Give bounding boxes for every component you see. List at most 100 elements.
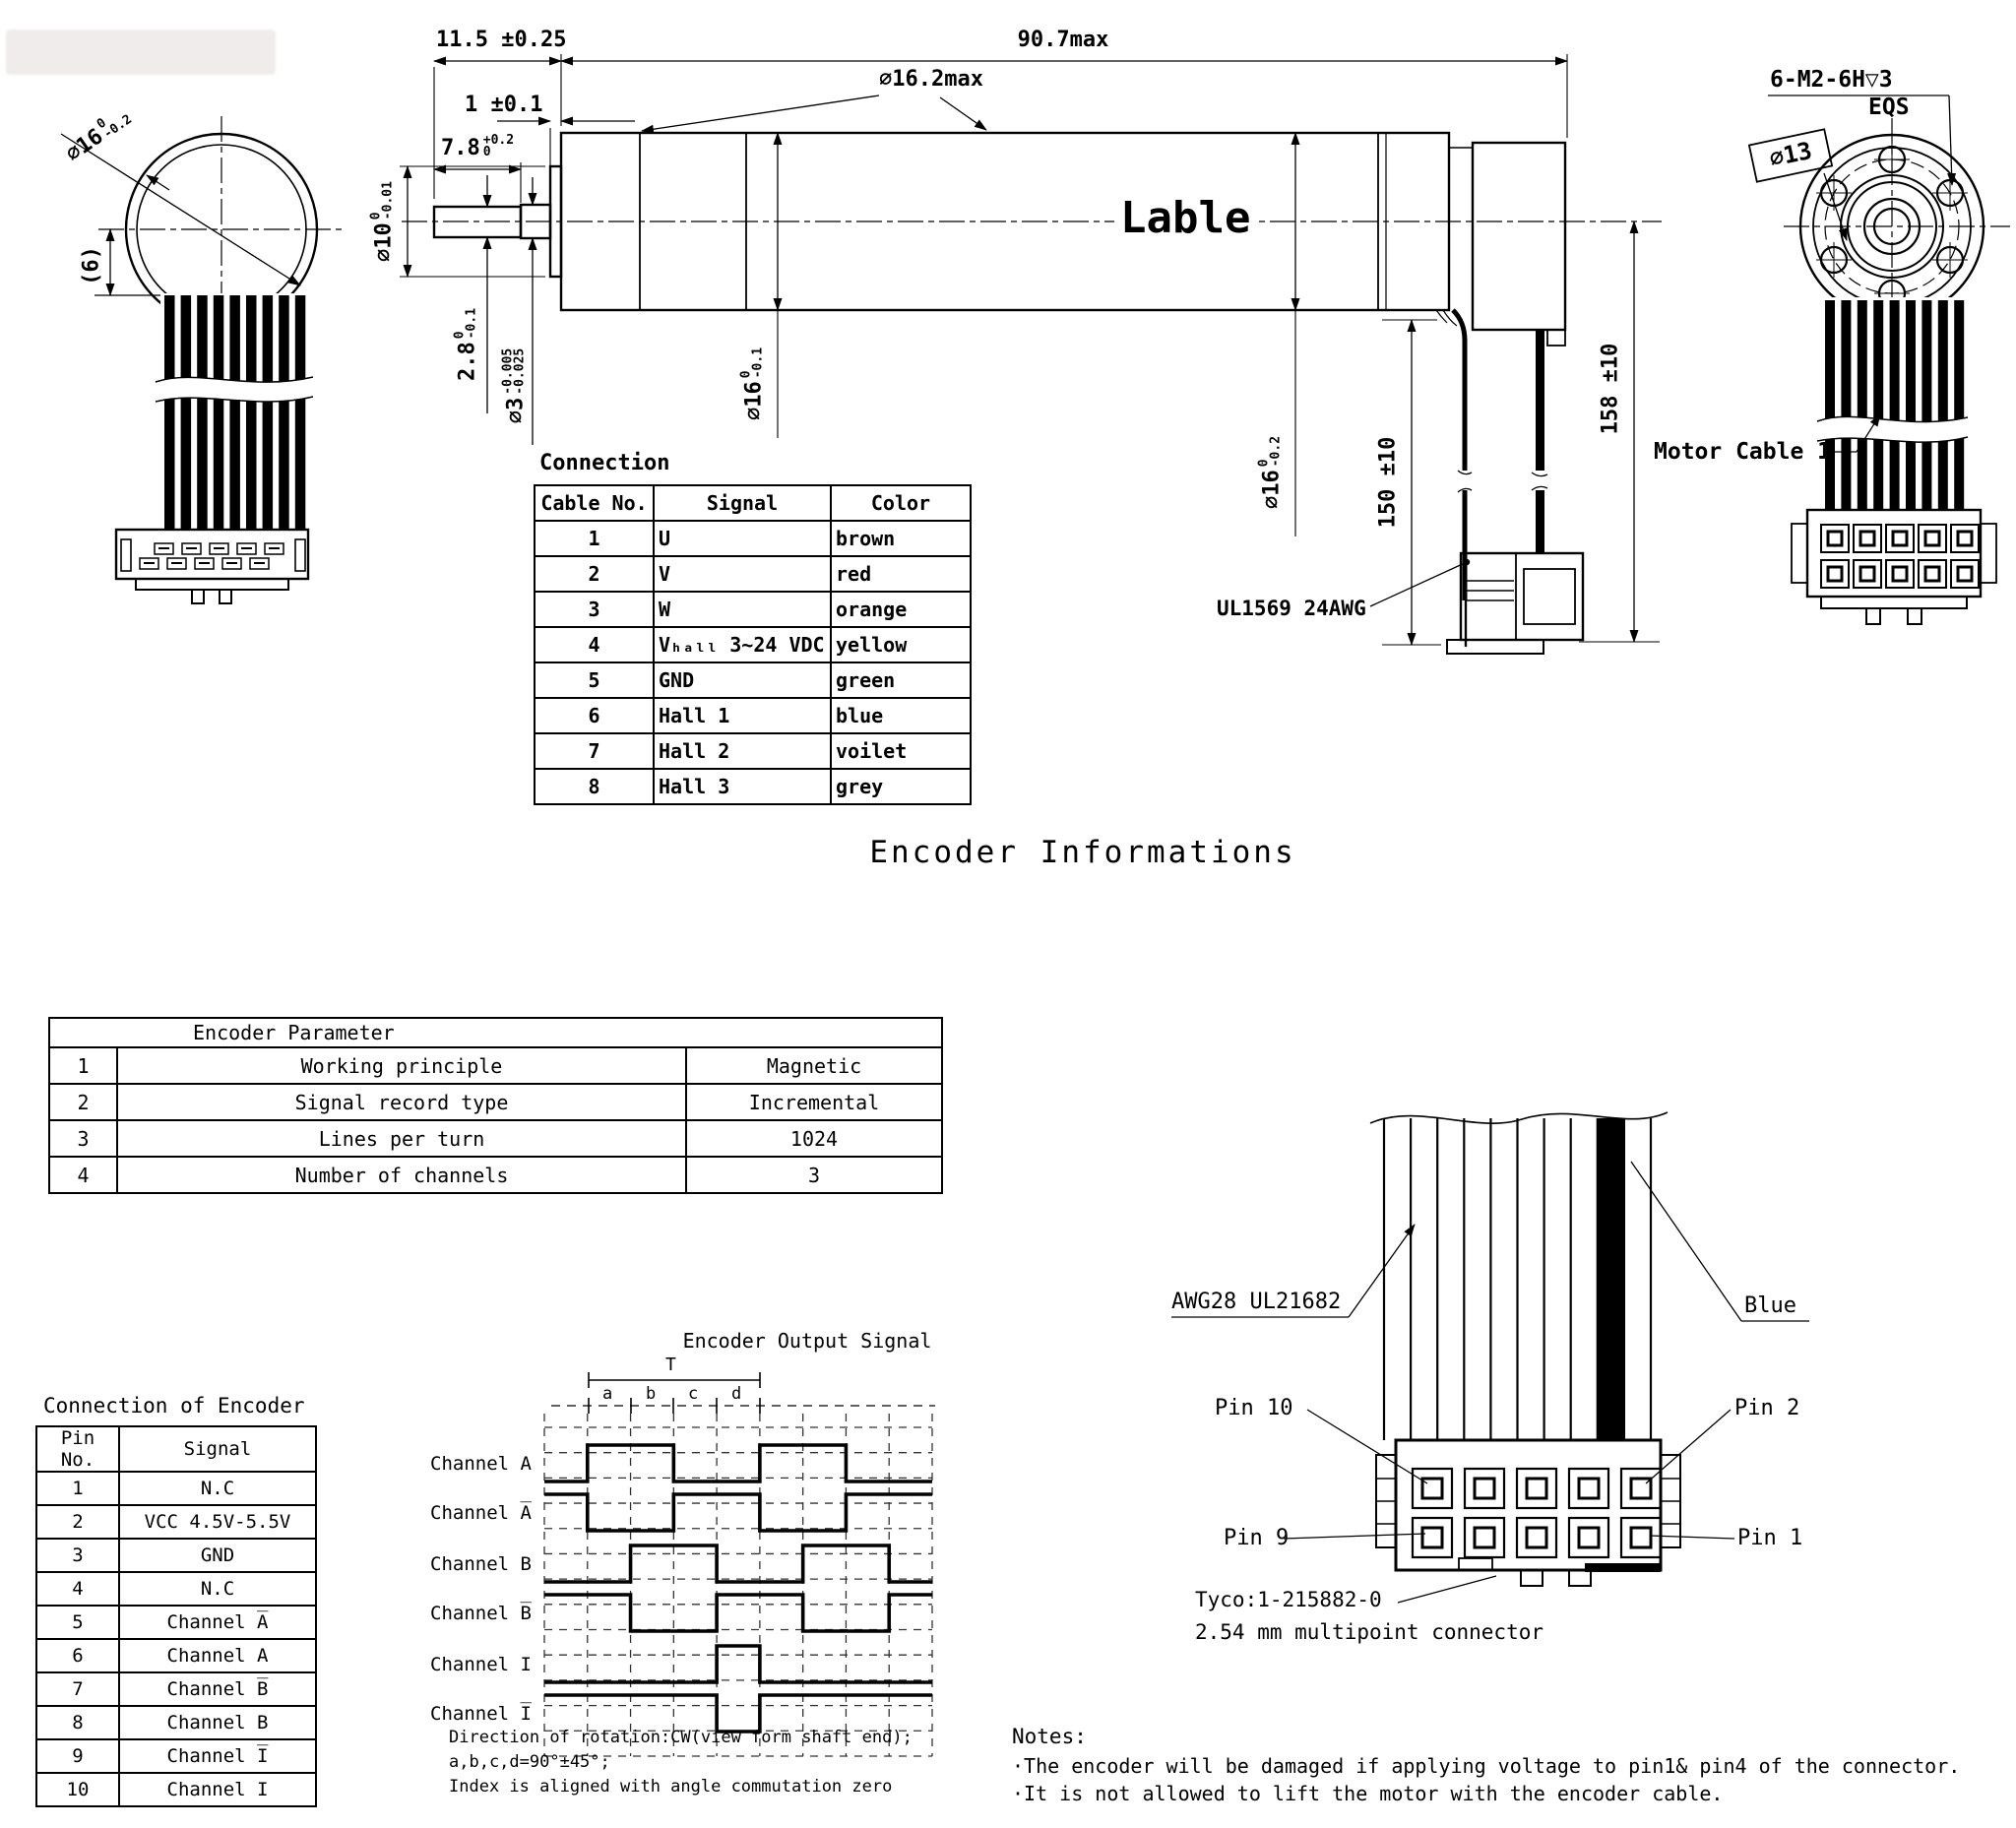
encoder-pin-table-title: Connection of Encoder — [43, 1394, 305, 1418]
table-cell: 2 — [534, 555, 655, 593]
table-cell: 1 — [48, 1046, 118, 1085]
front-view — [60, 116, 346, 604]
table-cell: 8 — [35, 1705, 120, 1740]
waveform-trace — [544, 1693, 932, 1733]
table-cell: 10 — [35, 1772, 120, 1807]
waveform-footnote: Direction of rotation:CW(view form shaft… — [449, 1728, 913, 1747]
table-cell: 3 — [684, 1156, 944, 1194]
channel-label: Channel I̅ — [430, 1703, 532, 1725]
channel-label: Channel A̅ — [430, 1502, 532, 1524]
table-cell: 3 — [48, 1119, 118, 1158]
table-cell: N.C — [118, 1471, 317, 1506]
connector-desc-label: 2.54 mm multipoint connector — [1195, 1620, 1544, 1644]
dim-motor-cable-length: 150 ±10 — [1375, 436, 1401, 529]
dim-shaft-diameter: ⌀3-0.005-0.025 — [500, 347, 529, 424]
cable-spec-label: AWG28 UL21682 — [1171, 1290, 1342, 1314]
section-title: Encoder Informations — [869, 835, 1296, 870]
table-cell: GND — [118, 1538, 317, 1573]
dim-front-offset: (6) — [79, 246, 104, 285]
table-cell: 4 — [48, 1156, 118, 1194]
table-cell: orange — [830, 591, 972, 628]
table-cell: 1 — [35, 1471, 120, 1506]
pin10-label: Pin 10 — [1215, 1396, 1293, 1420]
waveform-diagram — [543, 1372, 935, 1757]
thread-spec-label: 6-M2-6H▽3 — [1770, 67, 1893, 93]
table-cell: 5 — [35, 1605, 120, 1640]
segment-label-b: b — [646, 1384, 657, 1404]
eqs-label: EQS — [1868, 95, 1910, 120]
table-cell: Lines per turn — [116, 1119, 687, 1158]
channel-label: Channel A — [430, 1453, 532, 1475]
motor-cable-label: Motor Cable 1 — [1654, 439, 1832, 465]
encoder-cable-detail — [1171, 1111, 1809, 1604]
table-cell: N.C — [118, 1571, 317, 1607]
table-cell: blue — [830, 697, 972, 734]
waveform-footnote: a,b,c,d=90°±45°; — [449, 1752, 610, 1772]
connection-table-title: Connection — [539, 451, 670, 475]
period-label: T — [665, 1355, 676, 1375]
dim-spacer-length: 1 ±0.1 — [465, 93, 543, 117]
table-cell: brown — [830, 520, 972, 557]
note-item: ·The encoder will be damaged if applying… — [1012, 1754, 1961, 1778]
side-view — [400, 54, 1662, 655]
table-cell: Channel I̅ — [118, 1738, 317, 1774]
dim-encoder-cable-length: 158 ±10 — [1598, 343, 1623, 435]
pin1-label: Pin 1 — [1737, 1526, 1803, 1550]
column-header: Cable No. — [534, 484, 655, 522]
table-cell: red — [830, 555, 972, 593]
table-cell: grey — [830, 768, 972, 805]
table-title: Encoder Parameter — [47, 1017, 944, 1048]
pin2-label: Pin 2 — [1734, 1396, 1800, 1420]
table-cell: 6 — [534, 697, 655, 734]
waveform-trace — [544, 1492, 932, 1533]
table-cell: green — [830, 662, 972, 699]
table-cell: 4 — [35, 1571, 120, 1607]
table-cell: Hall 1 — [653, 697, 832, 734]
table-cell: GND — [653, 662, 832, 699]
column-header: Signal — [118, 1425, 317, 1473]
rear-view — [1747, 95, 2010, 625]
table-cell: V — [653, 555, 832, 593]
table-cell: 9 — [35, 1738, 120, 1774]
dim-total-length: 90.7max — [1017, 28, 1109, 52]
table-cell: Number of channels — [116, 1156, 687, 1194]
motor-body-label: Lable — [1114, 193, 1257, 243]
wire-spec-label: UL1569 24AWG — [1217, 597, 1366, 620]
table-cell: Signal record type — [116, 1083, 687, 1121]
channel-label: Channel B̅ — [430, 1603, 532, 1624]
table-cell: VCC 4.5V-5.5V — [118, 1504, 317, 1540]
table-cell: 1024 — [684, 1119, 944, 1158]
table-cell: 3 — [534, 591, 655, 628]
table-cell: 7 — [35, 1671, 120, 1707]
channel-label: Channel B — [430, 1553, 532, 1575]
waveform-title: Encoder Output Signal — [682, 1329, 932, 1353]
table-cell: W — [653, 591, 832, 628]
table-cell: Magnetic — [684, 1046, 944, 1085]
watermark — [6, 30, 276, 75]
notes-title: Notes: — [1012, 1725, 1087, 1748]
table-cell: voilet — [830, 732, 972, 770]
